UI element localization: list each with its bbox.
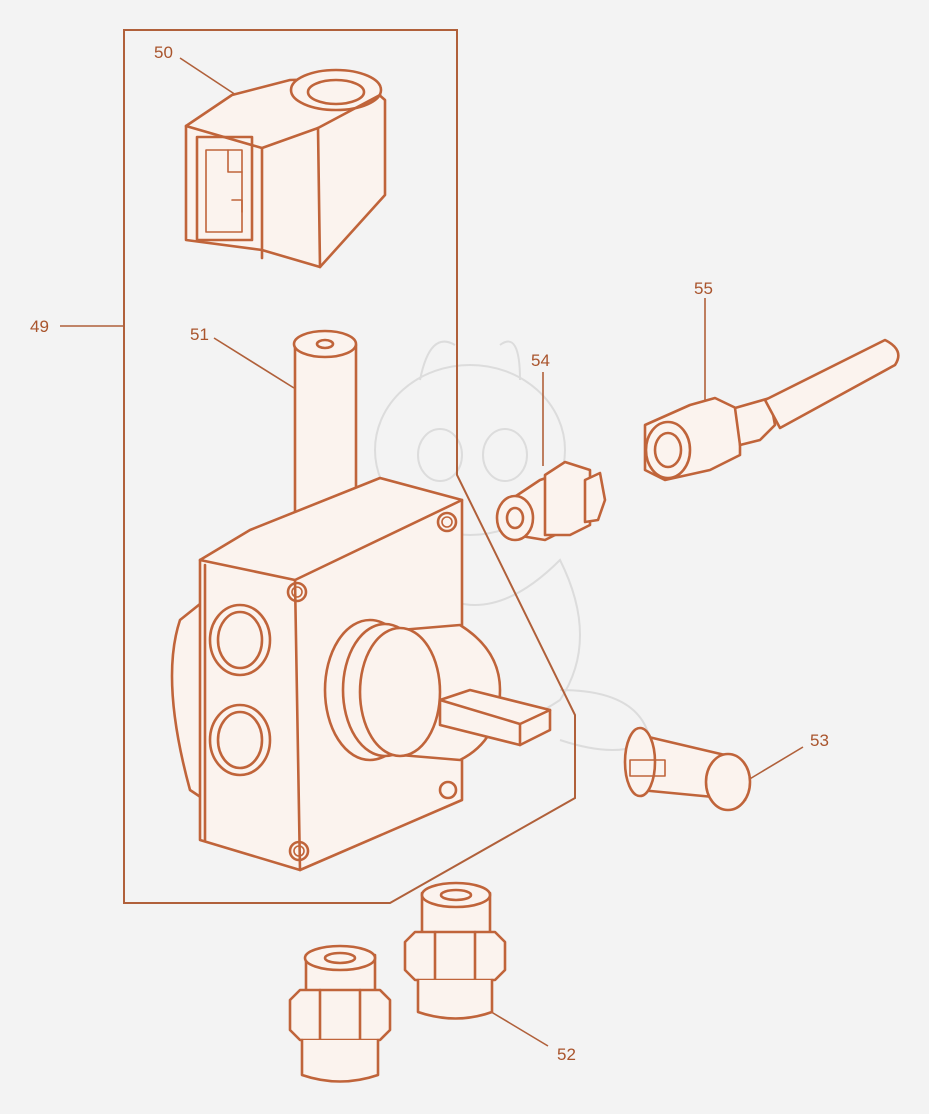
callout-51: 51 xyxy=(190,325,209,344)
part-53-coupling xyxy=(623,726,752,812)
callout-50: 50 xyxy=(154,43,173,62)
callout-54: 54 xyxy=(531,351,550,370)
part-50-connector xyxy=(184,68,387,269)
part-54-fitting xyxy=(495,460,607,542)
watermark-mascot xyxy=(374,340,652,751)
part-55-nut-and-pipe xyxy=(643,338,900,482)
assembly-frame xyxy=(123,29,576,904)
pump-body xyxy=(170,476,552,872)
callout-49: 49 xyxy=(30,317,49,336)
leader-50 xyxy=(179,57,237,96)
part-52-fitting-right xyxy=(403,881,507,1020)
leader-52 xyxy=(487,1009,549,1047)
callout-53: 53 xyxy=(810,731,829,750)
callout-55: 55 xyxy=(694,279,713,298)
leader-51 xyxy=(213,337,295,389)
leader-53 xyxy=(747,746,804,781)
callout-52: 52 xyxy=(557,1045,576,1064)
part-52-fitting-left xyxy=(288,944,392,1083)
